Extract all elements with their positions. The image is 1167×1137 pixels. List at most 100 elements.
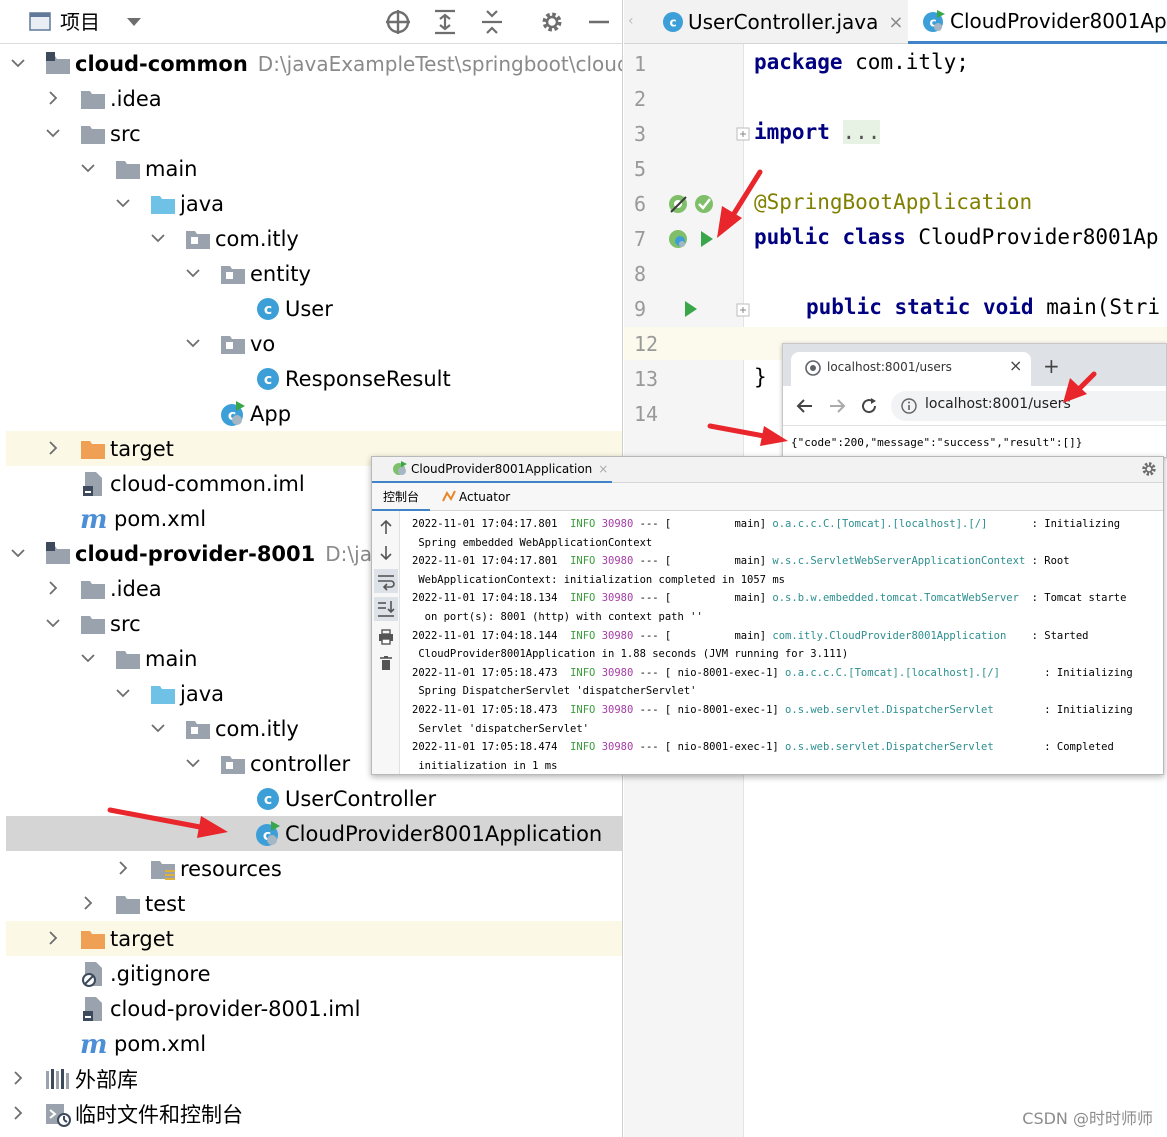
folded-imports[interactable]: ... — [842, 120, 881, 144]
code-line-3[interactable]: import ... — [754, 120, 881, 144]
tree-item-label: 临时文件和控制台 — [75, 1102, 243, 1127]
chevron-down-icon[interactable] — [182, 256, 202, 291]
tree-item-com-itly[interactable]: com.itly — [6, 711, 622, 746]
tree-item-临时文件和控制台[interactable]: 临时文件和控制台 — [6, 1096, 622, 1131]
tree-item-idea[interactable]: .idea — [6, 81, 622, 116]
tree-item-gitignore[interactable]: .gitignore — [6, 956, 622, 991]
up-arrow-icon[interactable] — [378, 519, 394, 539]
tab-cloudprovider[interactable]: c CloudProvider8001Ap — [908, 0, 1167, 44]
run-tab[interactable]: CloudProvider8001Application × — [372, 457, 612, 483]
reload-icon[interactable] — [859, 396, 879, 420]
chevron-down-icon[interactable] — [42, 116, 62, 151]
minimize-icon[interactable] — [587, 0, 611, 44]
spring-class-icon: c — [255, 820, 281, 847]
tab-actuator[interactable]: Actuator — [442, 483, 510, 511]
print-icon[interactable] — [378, 629, 394, 649]
tree-item-com-itly[interactable]: com.itly — [6, 221, 622, 256]
address-bar[interactable]: localhost:8001/users — [891, 391, 1166, 421]
chevron-right-icon[interactable] — [42, 81, 62, 116]
chevron-down-icon[interactable] — [112, 186, 132, 221]
fold-icon[interactable] — [736, 126, 750, 145]
chevron-right-icon[interactable] — [7, 1061, 27, 1096]
soft-wrap-icon[interactable] — [374, 569, 398, 593]
log-sep: --- [ — [639, 666, 672, 679]
tree-item-vo[interactable]: vo — [6, 326, 622, 361]
tree-item-cloud-common-iml[interactable]: cloud-common.iml — [6, 466, 622, 501]
run-main-icon[interactable] — [682, 297, 700, 325]
tree-item-target[interactable]: target — [6, 921, 622, 956]
chevron-down-icon[interactable] — [182, 326, 202, 361]
tree-item-cloud-provider-8001-iml[interactable]: cloud-provider-8001.iml — [6, 991, 622, 1026]
close-icon[interactable]: × — [598, 462, 609, 476]
chevron-down-icon[interactable] — [147, 711, 167, 746]
expand-all-icon[interactable] — [432, 0, 458, 44]
tree-item-src[interactable]: src — [6, 606, 622, 641]
run-gutter-icon[interactable] — [668, 227, 716, 255]
tree-item-java[interactable]: java — [6, 676, 622, 711]
chevron-down-icon[interactable] — [124, 0, 144, 44]
tree-item-controller[interactable]: controller — [6, 746, 622, 781]
code-line-6[interactable]: @SpringBootApplication — [754, 190, 1033, 214]
info-icon[interactable] — [901, 398, 917, 418]
project-view-title[interactable]: 项目 — [60, 10, 100, 34]
tree-item-main[interactable]: main — [6, 151, 622, 186]
chevron-left-icon[interactable]: ‹ — [628, 13, 634, 29]
chevron-down-icon[interactable] — [182, 746, 202, 781]
chevron-right-icon[interactable] — [112, 851, 132, 886]
back-arrow-icon[interactable] — [795, 396, 815, 420]
tree-item-外部库[interactable]: 外部库 — [6, 1061, 622, 1096]
chevron-down-icon[interactable] — [77, 641, 97, 676]
tree-item-java[interactable]: java — [6, 186, 622, 221]
chevron-down-icon[interactable] — [77, 151, 97, 186]
gear-icon[interactable] — [1141, 461, 1157, 480]
down-arrow-icon[interactable] — [378, 545, 394, 565]
chevron-down-icon[interactable] — [7, 536, 27, 571]
code-line-9[interactable]: public static void main(Stri — [806, 295, 1160, 319]
tree-item-resources[interactable]: resources — [6, 851, 622, 886]
tree-item-src[interactable]: src — [6, 116, 622, 151]
tree-item-content: 外部库 — [45, 1061, 138, 1096]
tree-item-content: entity — [220, 256, 311, 291]
chevron-down-icon[interactable] — [42, 606, 62, 641]
chevron-right-icon[interactable] — [77, 886, 97, 921]
chevron-down-icon[interactable] — [112, 676, 132, 711]
chevron-right-icon[interactable] — [7, 1096, 27, 1131]
close-icon[interactable]: × — [888, 11, 904, 33]
tab-console[interactable]: 控制台 — [372, 483, 430, 511]
chevron-right-icon[interactable] — [42, 921, 62, 956]
forward-arrow-icon[interactable] — [827, 396, 847, 420]
code-line-1[interactable]: package com.itly; — [754, 50, 969, 74]
spring-bean-icon[interactable] — [668, 192, 716, 220]
trash-icon[interactable] — [378, 655, 394, 675]
close-icon[interactable]: × — [1009, 356, 1023, 375]
chevron-right-icon[interactable] — [42, 431, 62, 466]
fold-icon[interactable] — [736, 302, 750, 321]
code-line-13[interactable]: } — [754, 365, 767, 389]
chevron-down-icon[interactable] — [7, 46, 27, 81]
tree-item-idea[interactable]: .idea — [6, 571, 622, 606]
gear-icon[interactable] — [539, 0, 565, 44]
actuator-icon — [442, 489, 456, 506]
target-icon[interactable] — [384, 0, 412, 44]
tab-usercontroller[interactable]: c UserController.java × — [662, 0, 908, 44]
tree-item-entity[interactable]: entity — [6, 256, 622, 291]
project-view-icon[interactable] — [28, 0, 52, 44]
tree-item-label: CloudProvider8001Application — [285, 821, 603, 846]
browser-tab[interactable]: localhost:8001/users × — [791, 352, 1031, 386]
collapse-all-icon[interactable] — [479, 0, 505, 44]
chevron-right-icon[interactable] — [42, 571, 62, 606]
new-tab-button[interactable]: + — [1043, 354, 1060, 378]
code-line-7[interactable]: public class CloudProvider8001Ap — [754, 225, 1159, 249]
chevron-down-icon[interactable] — [147, 221, 167, 256]
scroll-to-end-icon[interactable] — [374, 597, 398, 621]
tree-item-test[interactable]: test — [6, 886, 622, 921]
tree-item-main[interactable]: main — [6, 641, 622, 676]
